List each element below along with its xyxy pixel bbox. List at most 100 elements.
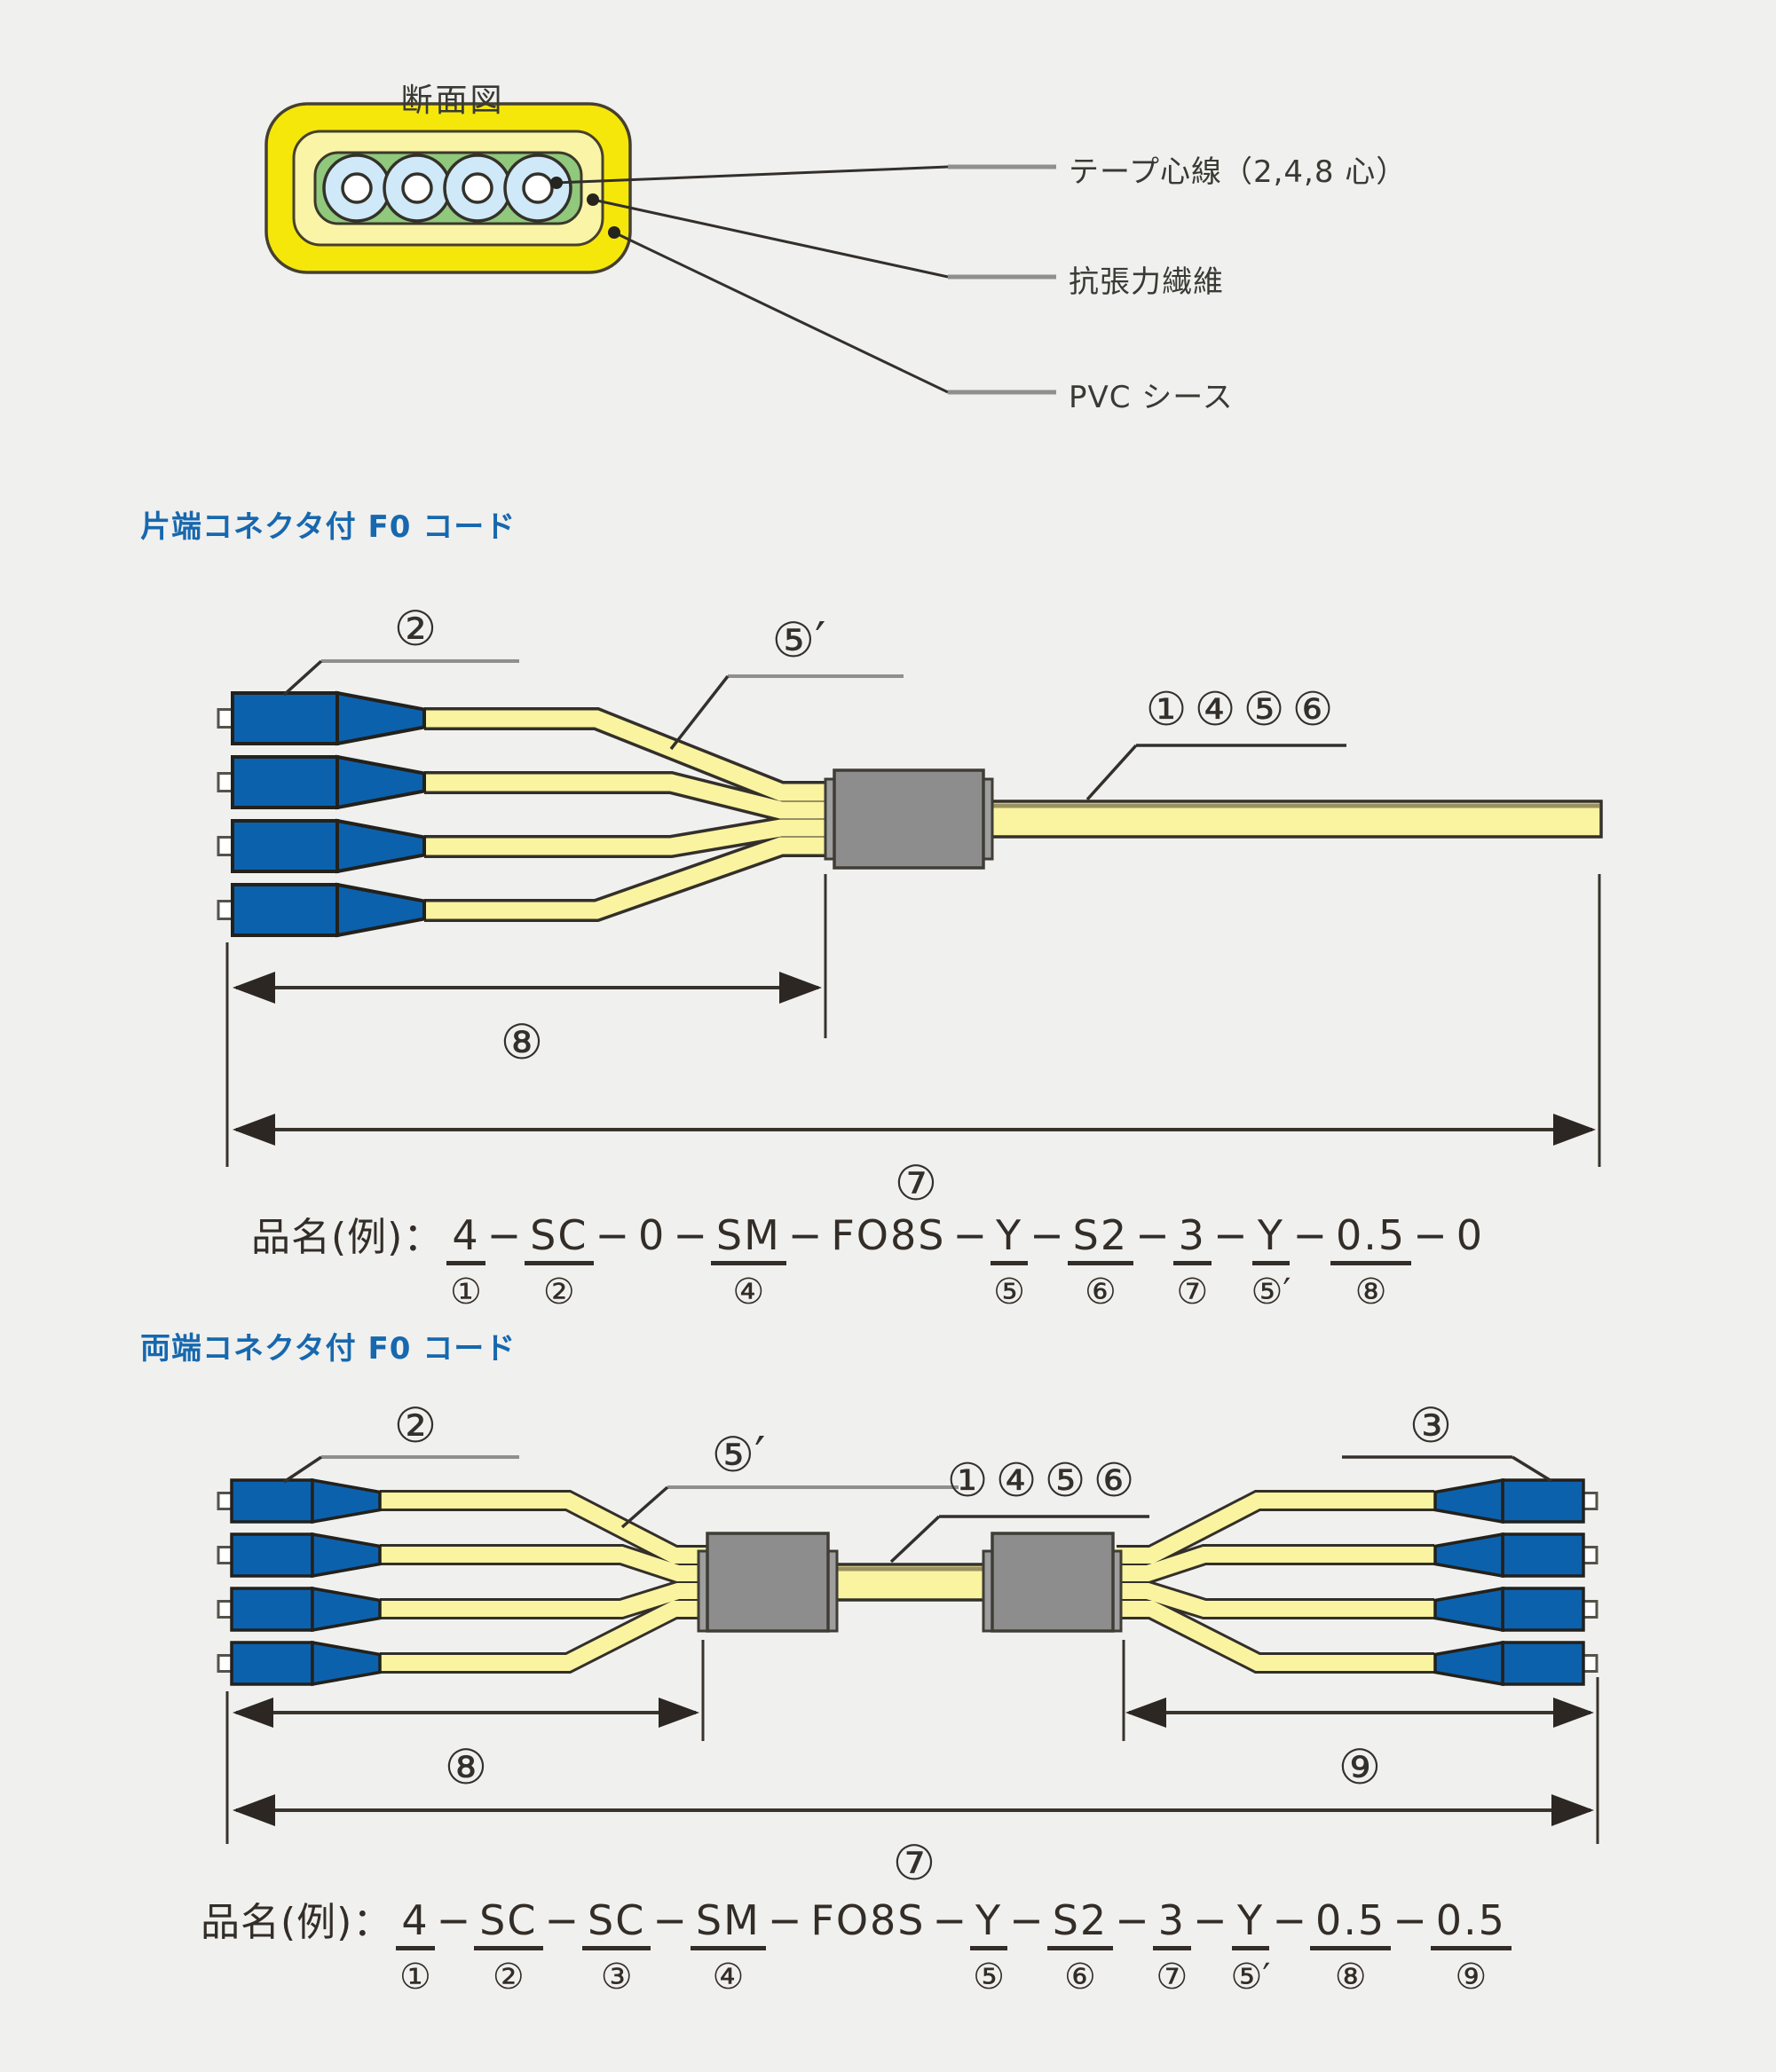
- label-tension-fiber: 抗張力繊維: [1069, 264, 1224, 300]
- cross-section-title: 断面図: [400, 83, 505, 119]
- part-code-dash: −: [1413, 1211, 1449, 1259]
- svg-text:④: ④: [996, 1454, 1038, 1508]
- part-code-dash: −: [1030, 1211, 1066, 1259]
- part-code-dash: −: [1135, 1211, 1172, 1259]
- part-code-label: ④: [712, 1957, 745, 1997]
- part-code-label: ⑥: [1064, 1957, 1096, 1997]
- part-code-dash: −: [436, 1896, 473, 1944]
- dim-label-7: ⑦: [895, 1155, 937, 1211]
- svg-text:⑤: ⑤: [1243, 683, 1285, 737]
- callout-cable: ① ④ ⑤ ⑥: [1085, 683, 1346, 801]
- part-code-dash: −: [1193, 1896, 1229, 1944]
- boot-left: [697, 1532, 839, 1633]
- svg-text:⑤′: ⑤′: [712, 1427, 766, 1483]
- part-code-label: ⑦: [1176, 1272, 1209, 1312]
- part-name-prefix: 品名(例)：: [251, 1215, 444, 1260]
- fanout-cables-left: [380, 1490, 710, 1674]
- callout-connector-right: ③: [1342, 1398, 1552, 1483]
- part-code-dash: −: [544, 1896, 581, 1944]
- part-code-dash: −: [1009, 1896, 1046, 1944]
- part-code-label: ⑦: [1156, 1957, 1188, 1997]
- part-code-dash: −: [787, 1211, 825, 1259]
- part-code-dash: −: [673, 1211, 709, 1259]
- callout-fanout: ⑤′: [669, 612, 904, 751]
- part-code-dash: −: [767, 1896, 804, 1944]
- part-code-dash: −: [952, 1211, 989, 1259]
- dimension-total: [233, 1794, 1594, 1826]
- part-code-token: FO8S: [810, 1896, 926, 1944]
- label-pvc-sheath: PVC シース: [1069, 380, 1234, 415]
- callout-connector-left: ②: [283, 1398, 519, 1484]
- part-code-dash: −: [652, 1896, 689, 1944]
- part-code-label: ②: [542, 1272, 575, 1312]
- part-code-label: ⑧: [1334, 1957, 1367, 1997]
- callout-connector-glyph: ②: [394, 601, 437, 657]
- part-code-label: ⑤: [973, 1957, 1006, 1997]
- part-code-label: ①: [399, 1957, 431, 1997]
- dimension-right: [1122, 1640, 1599, 1844]
- part-code-label: ⑥: [1084, 1272, 1117, 1312]
- leader-lines: [556, 165, 949, 394]
- svg-text:④: ④: [1195, 683, 1236, 737]
- fanout-cables: [424, 707, 838, 922]
- part-code-token: 0: [1456, 1211, 1484, 1259]
- part-code-dash: −: [1393, 1896, 1429, 1944]
- svg-text:⑤: ⑤: [1045, 1454, 1086, 1508]
- part-name-prefix: 品名(例)：: [201, 1900, 393, 1945]
- part-code-label: ②: [492, 1957, 525, 1997]
- boot-right: [982, 1532, 1123, 1633]
- part-code-label: ⑤: [993, 1272, 1025, 1312]
- svg-text:②: ②: [394, 1398, 437, 1454]
- part-code-label: ③: [600, 1957, 633, 1997]
- single-end-cord-diagram: ② ⑤′ ① ④ ⑤ ⑥: [217, 601, 1603, 1211]
- section2-title: 両端コネクタ付 F0 コード: [140, 1331, 517, 1367]
- part-code-dash: −: [1212, 1211, 1250, 1259]
- fiber-cores: [322, 154, 572, 223]
- svg-text:③: ③: [1409, 1398, 1452, 1454]
- svg-text:⑥: ⑥: [1093, 1454, 1135, 1508]
- part-code-dash: −: [1272, 1896, 1309, 1944]
- both-ends-cord-diagram: ② ⑤′ ① ④ ⑤ ⑥ ③: [217, 1398, 1599, 1891]
- part-code-dash: −: [1115, 1896, 1151, 1944]
- callout-fanout: ⑤′: [620, 1427, 959, 1529]
- part-code-dash: −: [932, 1896, 969, 1944]
- callout-cable: ① ④ ⑤ ⑥: [889, 1454, 1149, 1564]
- boot: [824, 768, 994, 870]
- part-code-token: FO8S: [831, 1211, 946, 1259]
- callout-fanout-glyph: ⑤′: [772, 612, 826, 668]
- svg-text:⑥: ⑥: [1292, 683, 1334, 737]
- part-code-label: ⑧: [1354, 1272, 1387, 1312]
- label-tape-core: テープ心線（2,4,8 心）: [1069, 154, 1408, 190]
- svg-text:⑦: ⑦: [893, 1835, 935, 1891]
- callout-connector: ②: [282, 601, 519, 697]
- dimension-connector-side: [225, 874, 827, 1167]
- part-code-dash: −: [595, 1211, 632, 1259]
- section1-title: 片端コネクタ付 F0 コード: [140, 509, 517, 545]
- part-code-label: ①: [450, 1272, 482, 1312]
- svg-text:⑨: ⑨: [1338, 1739, 1381, 1795]
- part-code-label: ④: [732, 1272, 765, 1312]
- cross-section-diagram: [264, 102, 1056, 395]
- svg-text:⑧: ⑧: [445, 1739, 487, 1795]
- dim-label-8: ⑧: [501, 1014, 543, 1070]
- part-code-label: ⑨: [1455, 1957, 1488, 1997]
- part-code-token: 0: [638, 1211, 667, 1259]
- fanout-cables-right: [1117, 1490, 1434, 1674]
- sc-connectors-left: [217, 691, 426, 937]
